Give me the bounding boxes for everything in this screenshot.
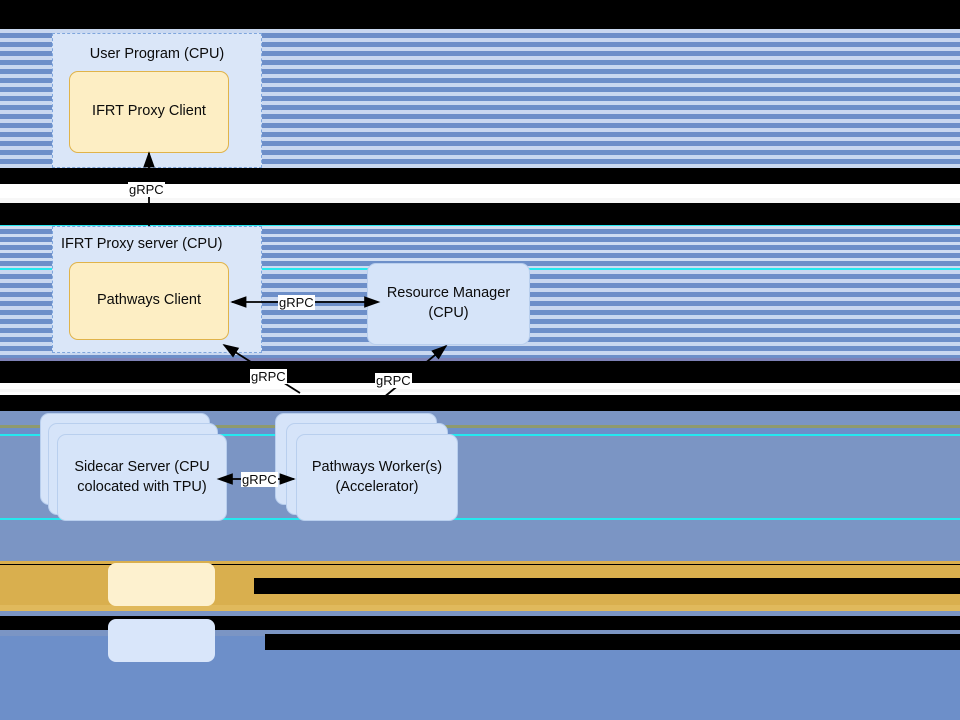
legend-label-blue xyxy=(265,634,960,650)
node-resource-manager-line2: (CPU) xyxy=(428,305,469,321)
edge-label-sidecar-to-pathwaysclient: gRPC xyxy=(250,369,287,384)
legend-swatch-yellow xyxy=(108,563,215,606)
node-pathways-workers[interactable]: Pathways Worker(s) (Accelerator) xyxy=(296,434,458,521)
node-pathways-workers-line1: Pathways Worker(s) xyxy=(311,458,443,475)
node-pathways-workers-line2: (Accelerator) xyxy=(335,478,419,495)
container-user-program-title: User Program (CPU) xyxy=(89,46,225,62)
edge-label-sidecar-workers: gRPC xyxy=(241,472,278,487)
container-ifrt-proxy-server-title: IFRT Proxy server (CPU) xyxy=(61,236,223,252)
node-sidecar-server-line2: colocated with TPU) xyxy=(77,478,207,495)
legend-swatch-blue xyxy=(108,619,215,662)
node-sidecar-server-line1: Sidecar Server (CPU xyxy=(74,458,210,475)
edge-label-server-to-client: gRPC xyxy=(128,182,165,197)
node-resource-manager-line1: Resource Manager xyxy=(386,285,511,302)
edge-label-workers-to-resourcemanager: gRPC xyxy=(375,373,412,388)
node-sidecar-server[interactable]: Sidecar Server (CPU colocated with TPU) xyxy=(57,434,227,521)
node-pathways-client[interactable]: Pathways Client xyxy=(69,262,229,340)
container-user-program: User Program (CPU) IFRT Proxy Client xyxy=(52,33,262,168)
node-ifrt-proxy-client[interactable]: IFRT Proxy Client xyxy=(69,71,229,153)
edge-label-pathwaysclient-resourcemanager: gRPC xyxy=(278,295,315,310)
node-pathways-client-label: Pathways Client xyxy=(97,292,201,309)
node-ifrt-proxy-client-label: IFRT Proxy Client xyxy=(92,103,206,120)
container-ifrt-proxy-server: IFRT Proxy server (CPU) Pathways Client xyxy=(52,226,262,353)
legend-label-yellow xyxy=(254,578,960,594)
edge-workers-to-resourcemanager xyxy=(382,344,448,399)
